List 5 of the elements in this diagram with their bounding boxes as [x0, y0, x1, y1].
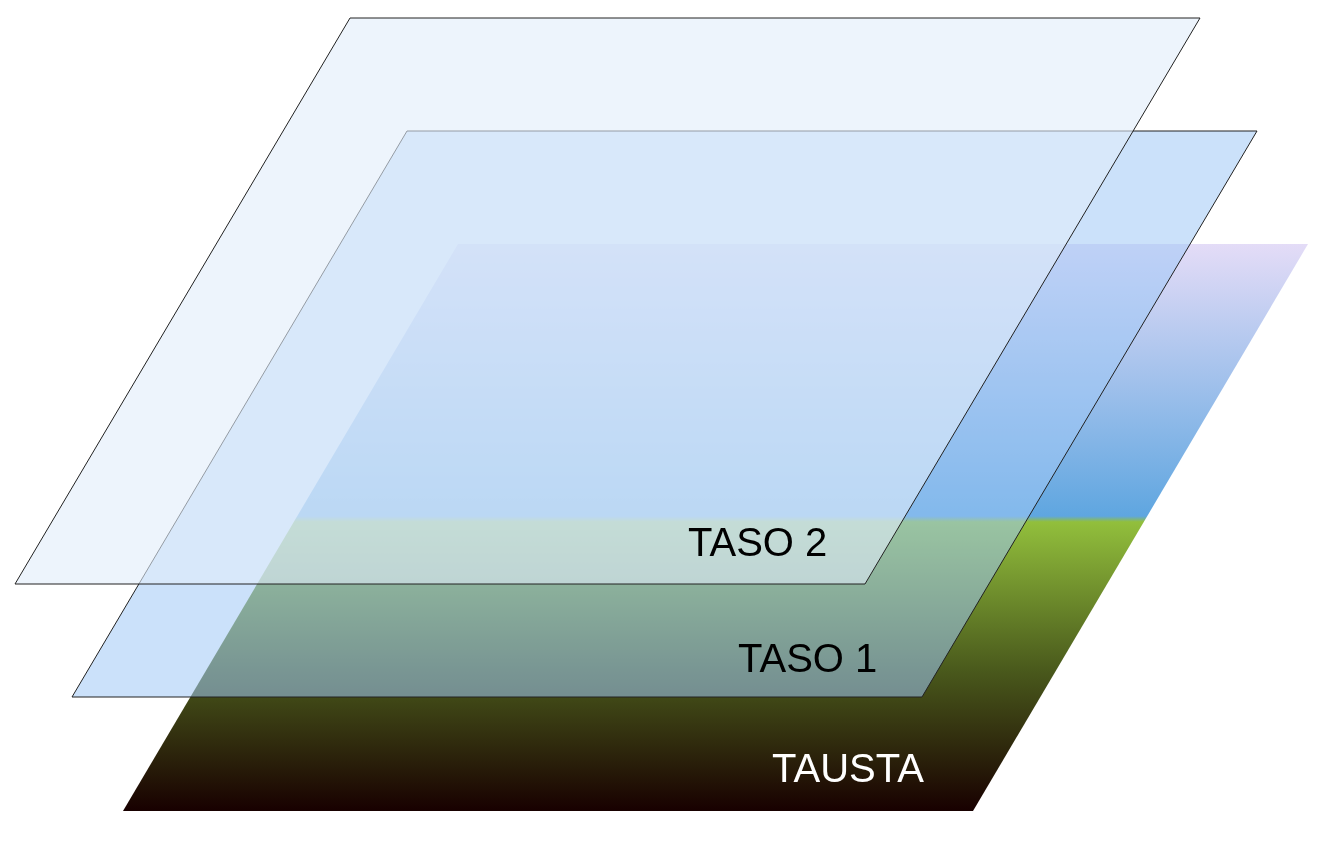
layer-label: TASO 1	[738, 638, 878, 678]
layer-plane	[123, 244, 1308, 811]
layer-label: TASO 2	[688, 522, 828, 562]
layer-plane	[15, 18, 1200, 584]
layer-label: TAUSTA	[772, 748, 924, 788]
